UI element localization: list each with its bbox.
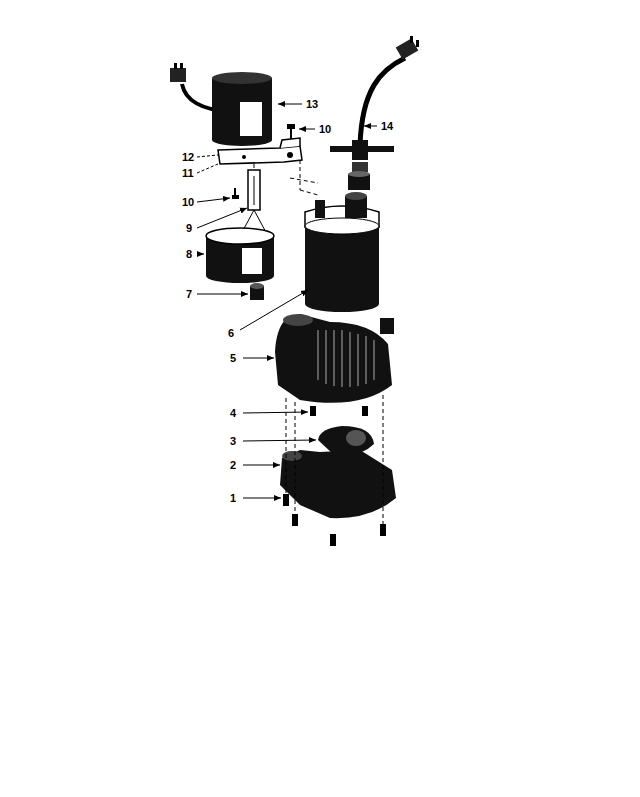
callout-number: 3: [229, 434, 237, 448]
callout-number: 10: [318, 122, 332, 136]
callout-number: 2: [229, 458, 237, 472]
callout-number: 12: [181, 150, 195, 164]
callout-number: 9: [185, 221, 193, 235]
callout-number: 6: [227, 326, 235, 340]
callout-number: 7: [185, 287, 193, 301]
callout-number: 10: [181, 195, 195, 209]
callout-number: 14: [380, 119, 394, 133]
callout-number: 11: [181, 166, 195, 180]
callout-number: 8: [185, 247, 193, 261]
callout-number: 5: [229, 351, 237, 365]
callout-number: 1: [229, 491, 237, 505]
callout-number: 4: [229, 406, 237, 420]
callout-number: 13: [305, 97, 319, 111]
